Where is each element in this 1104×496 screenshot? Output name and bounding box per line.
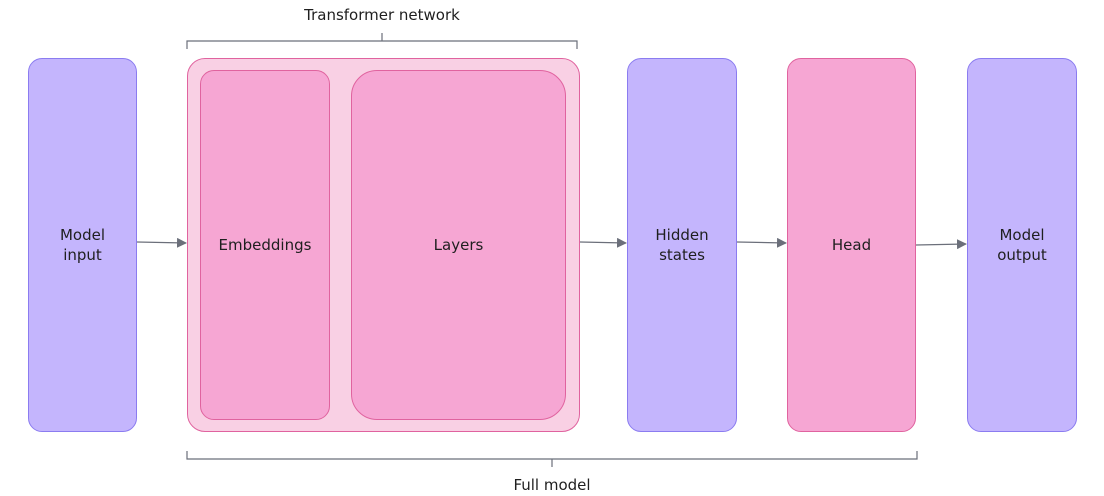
layers-box: Layers: [351, 70, 566, 420]
embeddings-box: Embeddings: [200, 70, 330, 420]
arrow-transformer-to-hidden: [579, 237, 627, 248]
head-box: Head: [787, 58, 916, 432]
model-output-box: Model output: [967, 58, 1077, 432]
head-label: Head: [831, 236, 872, 254]
model-output-label: Model output: [997, 226, 1047, 264]
layers-label: Layers: [433, 236, 484, 254]
transformer-network-label: Transformer network: [304, 6, 460, 24]
bottom-bracket: [186, 451, 918, 467]
arrow-input-to-transformer: [136, 237, 187, 248]
arrow-head-to-output: [915, 239, 967, 250]
top-bracket: [186, 33, 578, 49]
embeddings-label: Embeddings: [218, 236, 312, 254]
model-input-label: Model input: [59, 226, 106, 264]
full-model-label: Full model: [513, 476, 591, 494]
hidden-states-label: Hidden states: [655, 226, 709, 264]
arrow-hidden-to-head: [736, 237, 787, 248]
model-input-box: Model input: [28, 58, 137, 432]
hidden-states-box: Hidden states: [627, 58, 737, 432]
